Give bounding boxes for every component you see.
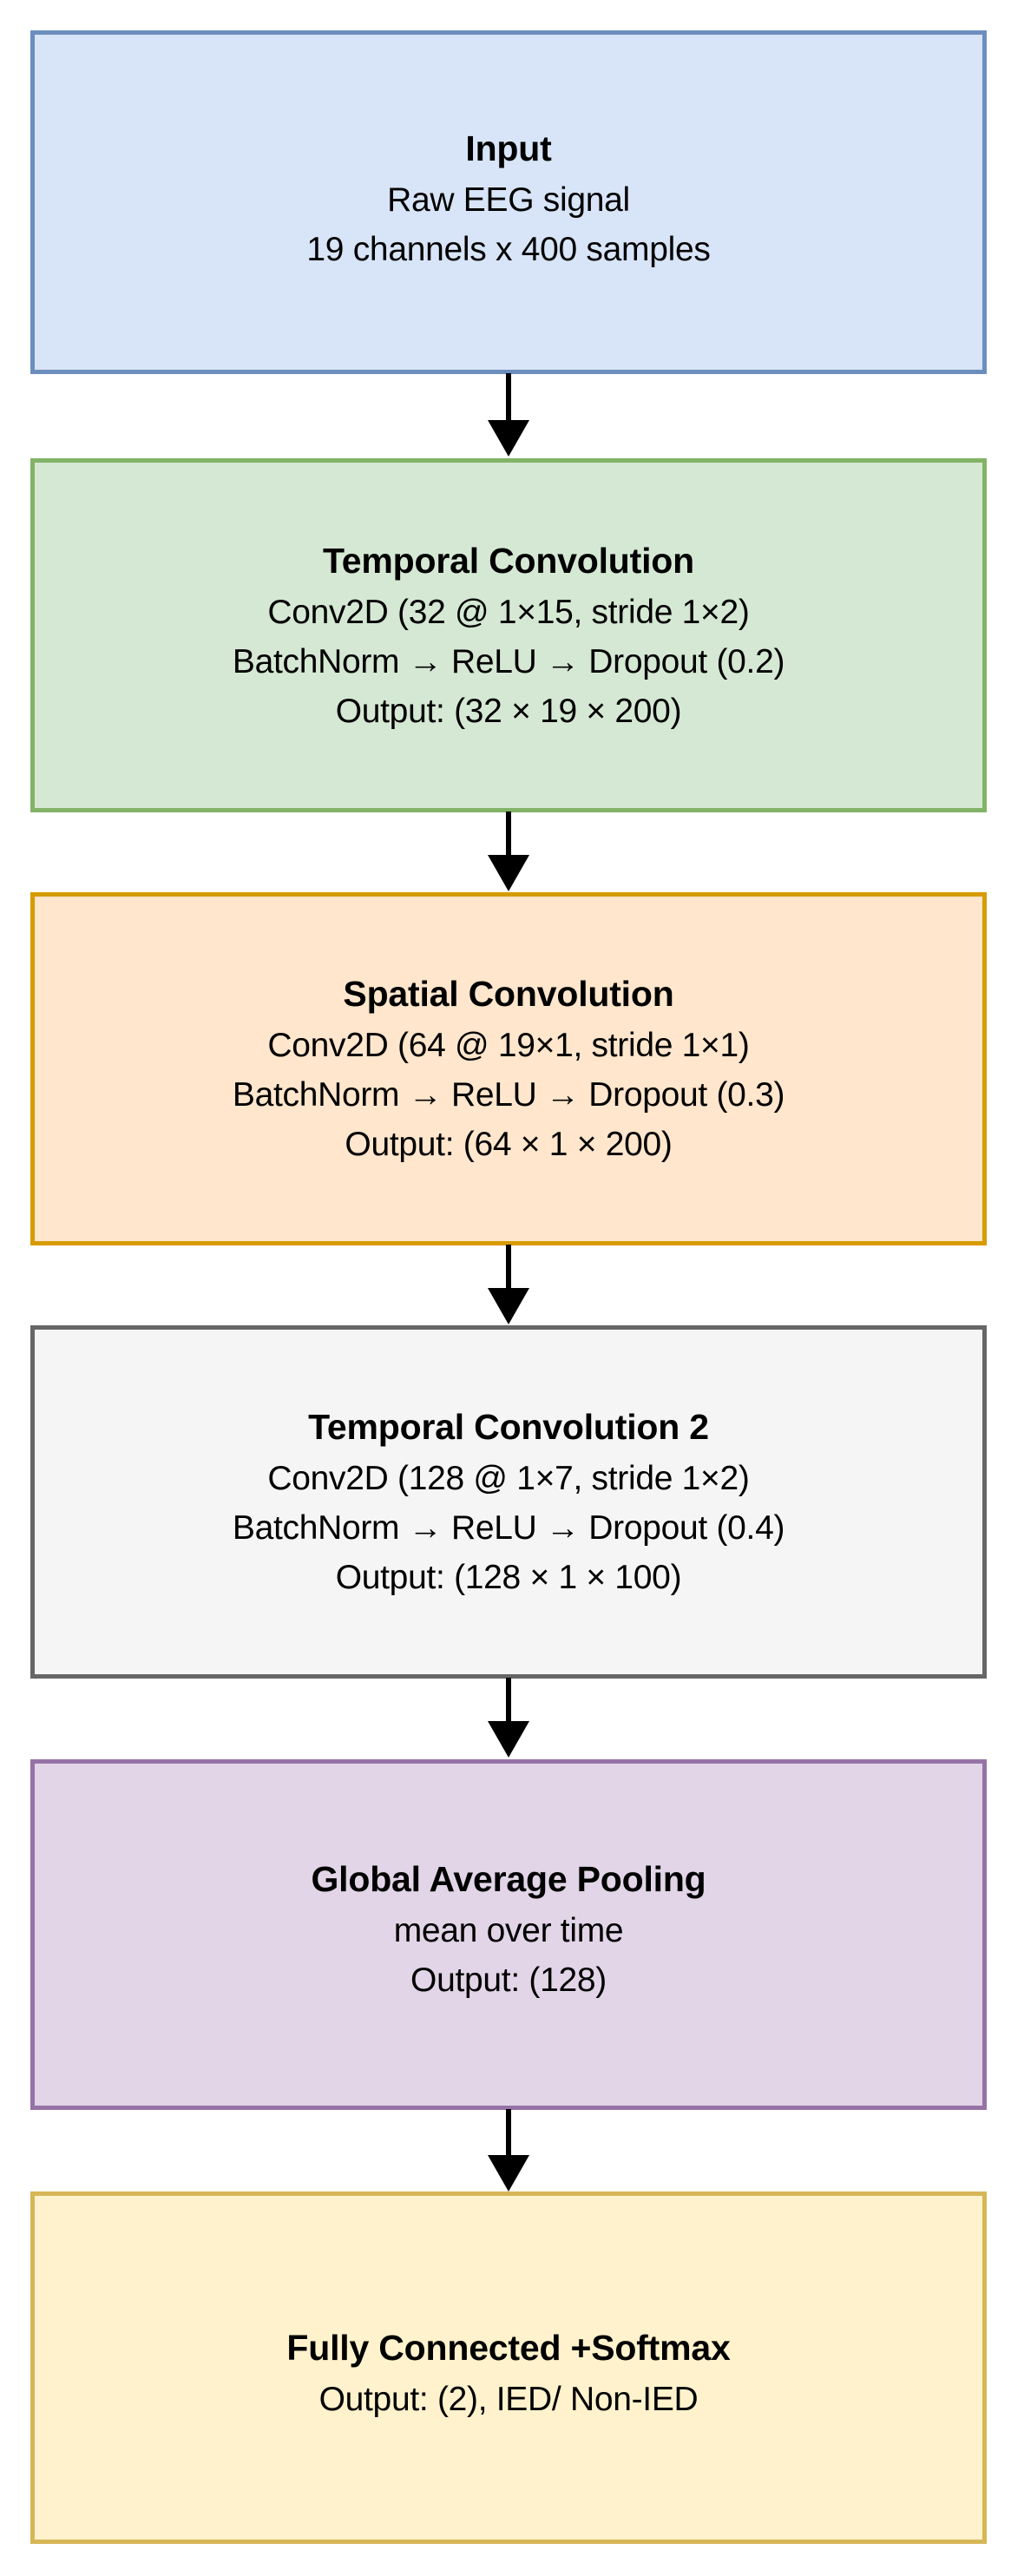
node-detail-line: Output: (128) — [410, 1962, 607, 1999]
node-title-spatial-convolution: Spatial Convolution — [343, 974, 674, 1014]
arrow-down-icon — [488, 2109, 529, 2192]
arrow-temporal-convolution-to-spatial — [0, 810, 1011, 897]
node-detail-line: BatchNorm → ReLU → Dropout (0.4) — [232, 1509, 785, 1547]
flowchart-node-fully-connected[interactable]: Fully Connected +Softmax Output: (2), IE… — [30, 2192, 987, 2544]
flowchart-node-temporal-convolution-2[interactable]: Temporal Convolution 2 Conv2D (128 @ 1×7… — [30, 1325, 987, 1679]
node-detail-line: Raw EEG signal — [387, 181, 630, 219]
node-detail-line: BatchNorm → ReLU → Dropout (0.3) — [232, 1076, 785, 1114]
node-detail-line: Output: (128 × 1 × 100) — [335, 1559, 682, 1596]
node-detail-line: Conv2D (64 @ 19×1, stride 1×1) — [267, 1027, 750, 1064]
arrow-down-icon — [488, 812, 529, 891]
flowchart-node-temporal-convolution[interactable]: Temporal Convolution Conv2D (32 @ 1×15, … — [30, 458, 987, 812]
arrow-down-icon — [488, 1678, 529, 1758]
node-detail-line: Output: (32 × 19 × 200) — [335, 692, 682, 730]
node-title-temporal-convolution: Temporal Convolution — [322, 540, 694, 581]
arrow-down-icon — [488, 373, 529, 457]
node-text-stack: Global Average Pooling mean over time Ou… — [311, 1859, 706, 1999]
arrow-pool-to-fully-connected — [0, 2107, 1011, 2194]
node-detail-line: BatchNorm → ReLU → Dropout (0.2) — [232, 642, 785, 680]
arrow-spatial-to-temporal-convolution-2 — [0, 1243, 1011, 1330]
node-title-fully-connected: Fully Connected +Softmax — [286, 2327, 731, 2368]
node-detail-line: Conv2D (32 @ 1×15, stride 1×2) — [267, 593, 750, 631]
flowchart-node-input[interactable]: Input Raw EEG signal 19 channels x 400 s… — [30, 30, 987, 374]
flowchart-node-spatial-convolution[interactable]: Spatial Convolution Conv2D (64 @ 19×1, s… — [30, 892, 987, 1245]
node-detail-line: Conv2D (128 @ 1×7, stride 1×2) — [267, 1460, 750, 1497]
arrow-down-icon — [488, 1245, 529, 1324]
node-text-stack: Fully Connected +Softmax Output: (2), IE… — [286, 2330, 730, 2416]
node-title-input: Input — [465, 128, 552, 168]
node-detail-line: 19 channels x 400 samples — [306, 231, 711, 268]
node-title-global-average-pooling: Global Average Pooling — [311, 1859, 706, 1899]
arrow-input-to-temporal-convolution — [0, 371, 1011, 458]
node-text-stack: Input Raw EEG signal 19 channels x 400 s… — [306, 128, 711, 268]
flowchart-node-global-average-pooling[interactable]: Global Average Pooling mean over time Ou… — [30, 1759, 987, 2110]
node-text-stack: Temporal Convolution 2 Conv2D (128 @ 1×7… — [232, 1407, 785, 1596]
arrow-temporal-convolution-2-to-pool — [0, 1676, 1011, 1763]
node-title-temporal-convolution-2: Temporal Convolution 2 — [308, 1407, 709, 1447]
node-text-stack: Temporal Convolution Conv2D (32 @ 1×15, … — [232, 540, 785, 730]
node-text-stack: Spatial Convolution Conv2D (64 @ 19×1, s… — [232, 974, 785, 1163]
node-detail-line: Output: (2), IED/ Non-IED — [318, 2380, 699, 2418]
node-detail-line: mean over time — [393, 1912, 624, 1949]
node-detail-line: Output: (64 × 1 × 200) — [345, 1126, 673, 1163]
